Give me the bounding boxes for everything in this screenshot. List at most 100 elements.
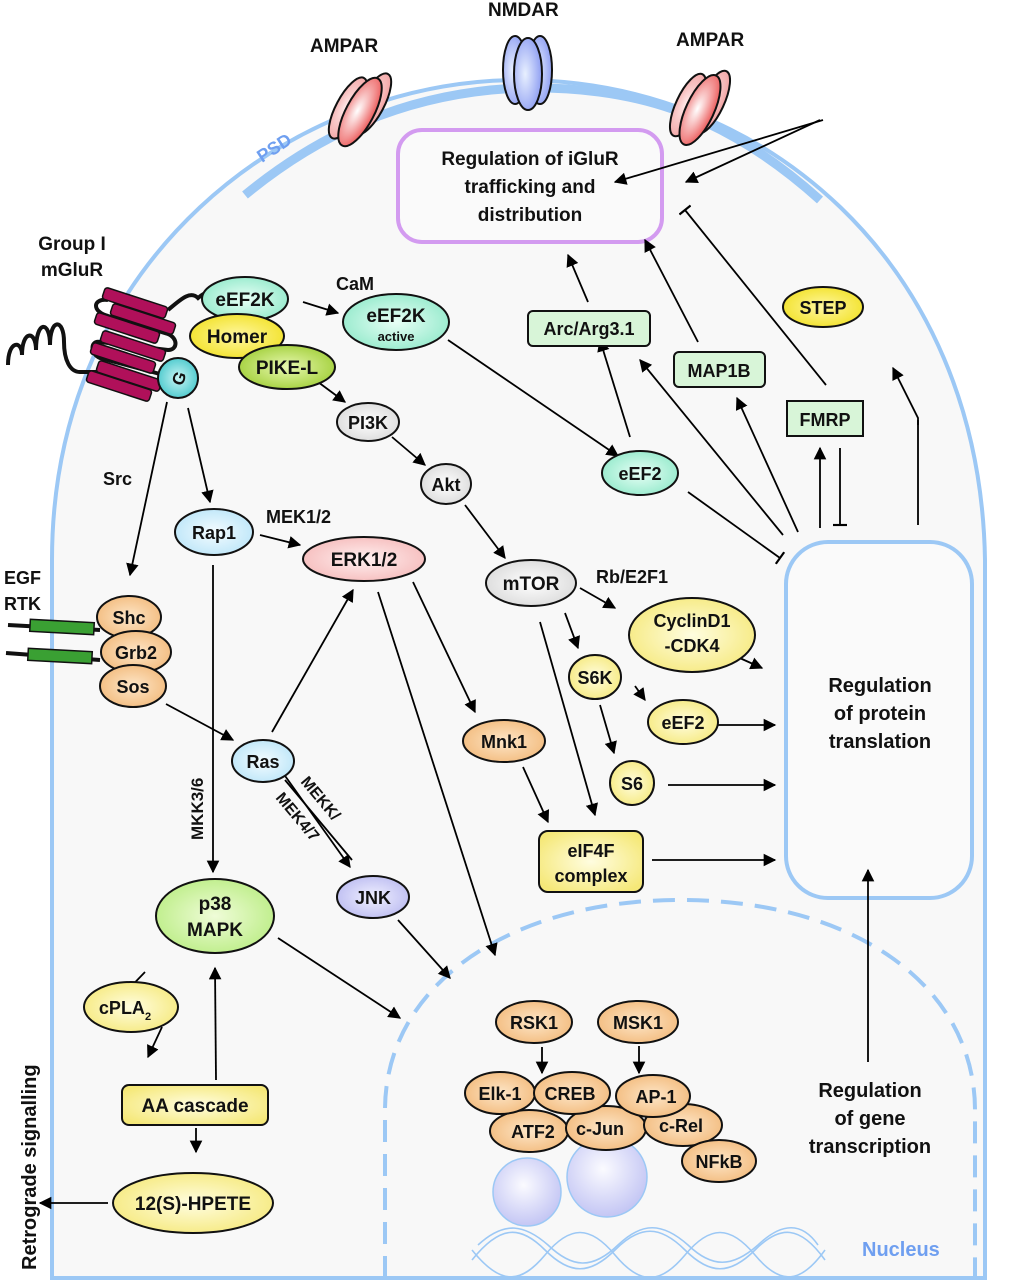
svg-text:CyclinD1: CyclinD1 (653, 611, 730, 631)
iglur-line3: distribution (478, 205, 582, 226)
nmdar-label: NMDAR (488, 0, 559, 21)
svg-text:Rap1: Rap1 (192, 523, 236, 543)
node-pi3k: PI3K (336, 402, 400, 442)
transcription-line2: of gene (834, 1108, 905, 1130)
svg-text:Akt: Akt (431, 475, 460, 495)
node-jnk: JNK (336, 875, 410, 919)
svg-text:MAPK: MAPK (187, 920, 243, 941)
mekk-arrow (284, 779, 353, 861)
svg-text:active: active (378, 329, 415, 344)
pathway-arrows (38, 119, 919, 1210)
svg-text:NFkB: NFkB (695, 1152, 742, 1172)
node-eef2k-active: eEF2K active (342, 293, 450, 351)
protein-translation-box (784, 540, 974, 900)
node-eef2k: eEF2K (201, 276, 289, 322)
node-rap1: Rap1 (174, 508, 254, 556)
node-eif4f-complex: eIF4F complex (538, 830, 644, 893)
egf-rtk-receptor (5, 618, 101, 665)
group1-line1: Group I (38, 234, 106, 255)
retrograde-label: Retrograde signalling (19, 1064, 41, 1270)
iglur-line1: Regulation of iGluR (441, 149, 619, 170)
svg-text:Shc: Shc (112, 608, 145, 628)
node-cpla2: cPLA2 (83, 981, 179, 1033)
node-creb: CREB (533, 1071, 611, 1115)
node-atf2: ATF2 (489, 1109, 569, 1153)
node-s6k: S6K (568, 654, 622, 700)
node-step: STEP (782, 286, 864, 328)
svg-text:FMRP: FMRP (800, 410, 851, 430)
svg-text:Arc/Arg3.1: Arc/Arg3.1 (543, 319, 634, 339)
mkk36-label: MKK3/6 (188, 778, 207, 840)
node-arc-arg31: Arc/Arg3.1 (527, 310, 651, 347)
node-msk1: MSK1 (597, 1000, 679, 1044)
svg-text:eEF2K: eEF2K (366, 306, 425, 327)
node-shc: Shc (96, 595, 162, 639)
node-homer: Homer (189, 313, 285, 359)
transcription-line1: Regulation (818, 1080, 921, 1102)
node-grb2: Grb2 (100, 630, 172, 674)
svg-text:c-Jun: c-Jun (576, 1119, 624, 1139)
histone-spheres (492, 1136, 648, 1227)
svg-text:ERK1/2: ERK1/2 (331, 550, 398, 571)
cam-label: CaM (336, 274, 374, 294)
svg-text:Ras: Ras (246, 752, 279, 772)
svg-text:S6K: S6K (577, 668, 612, 688)
node-cyclind1-cdk4: CyclinD1 -CDK4 (628, 597, 756, 673)
node-mtor: mTOR (485, 559, 577, 607)
svg-text:RSK1: RSK1 (510, 1013, 558, 1033)
node-elk1: Elk-1 (464, 1071, 536, 1115)
ampar-right-receptor (668, 69, 732, 146)
ampar-right-label: AMPAR (676, 30, 745, 51)
node-fmrp: FMRP (786, 400, 864, 437)
egf-line2: RTK (4, 594, 41, 614)
svg-text:S6: S6 (621, 774, 643, 794)
nmdar-receptor (502, 35, 553, 111)
translation-line3: translation (829, 731, 931, 753)
rb-e2f1-label: Rb/E2F1 (596, 567, 668, 587)
translation-line2: of protein (834, 703, 926, 725)
svg-text:c-Rel: c-Rel (659, 1116, 703, 1136)
svg-text:STEP: STEP (799, 298, 846, 318)
node-nfkb: NFkB (681, 1139, 757, 1183)
g-protein-label: G (168, 369, 190, 388)
mglur-helices (85, 287, 177, 402)
node-c-jun: c-Jun (565, 1105, 647, 1151)
node-p38-mapk: p38 MAPK (155, 878, 275, 954)
ampar-left-label: AMPAR (310, 36, 379, 57)
egf-line1: EGF (4, 568, 41, 588)
node-mnk1: Mnk1 (462, 719, 546, 763)
svg-text:complex: complex (554, 866, 627, 886)
svg-text:eEF2: eEF2 (618, 464, 661, 484)
transcription-line3: transcription (809, 1136, 931, 1158)
svg-text:-CDK4: -CDK4 (664, 636, 719, 656)
svg-text:MSK1: MSK1 (613, 1013, 663, 1033)
iglur-line2: trafficking and (465, 177, 596, 198)
svg-text:AP-1: AP-1 (635, 1087, 676, 1107)
node-ras: Ras (231, 739, 295, 783)
node-eef2-upper: eEF2 (601, 450, 679, 496)
src-label: Src (103, 469, 132, 489)
node-pike-l: PIKE-L (238, 344, 336, 390)
node-aa-cascade: AA cascade (121, 1084, 269, 1126)
svg-text:Elk-1: Elk-1 (478, 1084, 521, 1104)
mek12-label: MEK1/2 (266, 507, 331, 527)
svg-text:Grb2: Grb2 (115, 643, 157, 663)
svg-text:12(S)-HPETE: 12(S)-HPETE (135, 1194, 251, 1215)
group1-line2: mGluR (41, 260, 104, 281)
svg-text:Mnk1: Mnk1 (481, 732, 527, 752)
node-map1b: MAP1B (673, 351, 766, 388)
svg-text:PI3K: PI3K (348, 413, 388, 433)
g-protein (157, 357, 199, 399)
svg-text:CREB: CREB (544, 1084, 595, 1104)
svg-text:eEF2: eEF2 (661, 713, 704, 733)
node-sos: Sos (99, 664, 167, 708)
inhibition-lines (678, 204, 848, 565)
svg-text:Sos: Sos (116, 677, 149, 697)
node-rsk1: RSK1 (495, 1000, 573, 1044)
svg-text:ATF2: ATF2 (511, 1122, 555, 1142)
svg-text:eIF4F: eIF4F (567, 841, 614, 861)
svg-text:mTOR: mTOR (503, 574, 560, 595)
ampar-left-receptor (327, 72, 393, 148)
svg-text:JNK: JNK (355, 888, 391, 908)
